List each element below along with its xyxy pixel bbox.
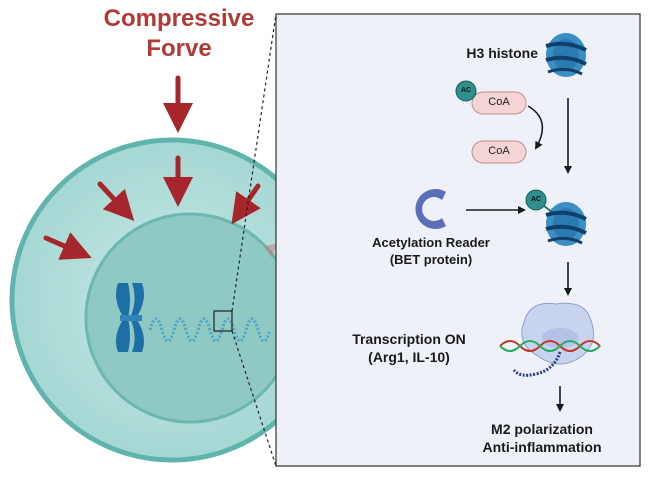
- dna-helix: [499, 340, 601, 352]
- outcome-label: M2 polarization Anti-inflammation: [462, 420, 622, 456]
- bet-reader-icon: [415, 189, 446, 229]
- ac-badge-histone: [525, 189, 547, 211]
- force-arrow-left-upper: [97, 181, 135, 222]
- zoom-line-top: [231, 13, 277, 312]
- zoom-box: [213, 310, 233, 332]
- force-title-line2: Forve: [146, 35, 212, 62]
- force-title: Compressive Forve: [64, 4, 294, 64]
- reader-label: Acetylation Reader (BET protein): [356, 234, 506, 268]
- nucleus: [84, 212, 296, 424]
- force-arrow-left: [43, 232, 92, 260]
- transcription-label-line1: Transcription ON: [352, 331, 466, 347]
- transcription-label-line2: (Arg1, IL-10): [368, 349, 450, 365]
- outcome-label-line1: M2 polarization: [491, 421, 593, 437]
- outcome-label-line2: Anti-inflammation: [482, 439, 602, 455]
- histone-label: H3 histone: [466, 45, 538, 61]
- coa-transfer-arrow: [527, 105, 544, 150]
- chromosome-icon: [116, 283, 144, 352]
- acetylated-histone-icon: [545, 202, 587, 246]
- ac-text-top: AC: [460, 87, 472, 94]
- histone-icon: [545, 33, 587, 77]
- coa-text-top: CoA: [488, 96, 510, 108]
- coa-text-bottom: CoA: [488, 145, 510, 157]
- transcription-label: Transcription ON (Arg1, IL-10): [334, 330, 484, 366]
- coa-pill-bottom: [471, 140, 527, 164]
- ac-badge-top: [455, 80, 477, 102]
- chromatin-fiber: [148, 317, 272, 343]
- ac-text-histone: AC: [530, 196, 542, 203]
- coa-pill-top: [471, 91, 527, 115]
- force-title-line1: Compressive: [103, 5, 255, 32]
- reader-label-line2: (BET protein): [389, 252, 473, 267]
- reader-label-line1: Acetylation Reader: [372, 235, 490, 250]
- force-arrow-right-upper: [231, 183, 261, 225]
- force-arrows: [43, 75, 261, 260]
